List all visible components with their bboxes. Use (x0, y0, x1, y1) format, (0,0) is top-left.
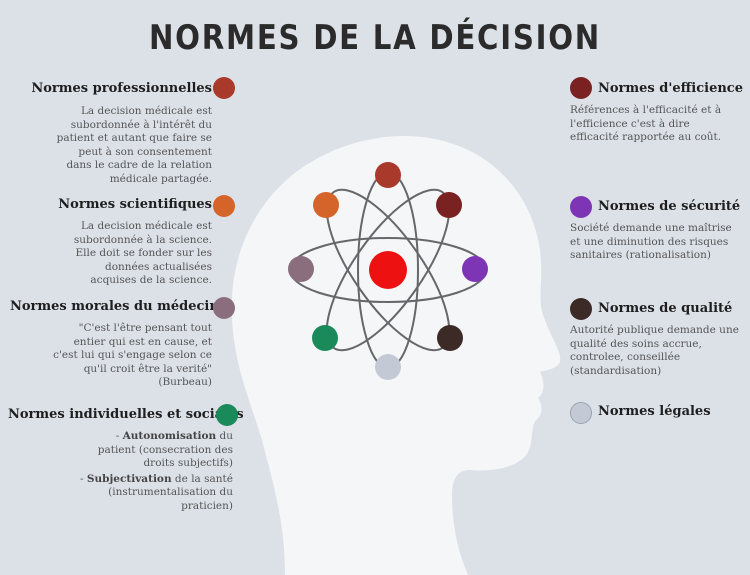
norm-morales: Normes morales du médecin "C'est l'être … (10, 299, 219, 390)
bullet-text: de la santé (instrumentalisation du prat… (108, 472, 233, 512)
electron-legales (375, 354, 401, 380)
electron-individuelles (312, 325, 338, 351)
norm-scientifiques: Normes scientifiques La decision médical… (20, 198, 212, 288)
norm-professionnelles: Normes professionnelles La decision médi… (20, 80, 212, 186)
electron-professionnelles (375, 162, 401, 188)
norm-securite: Normes de sécurité Société demande une m… (570, 200, 742, 263)
norm-title: Normes scientifiques (58, 197, 212, 212)
color-dot-efficience (570, 77, 592, 99)
norm-title: Normes professionnelles (31, 81, 212, 96)
color-dot-professionnelles (213, 77, 235, 99)
norm-title: Normes morales du médecin (10, 299, 219, 314)
electron-morales (288, 256, 314, 282)
color-dot-morales (213, 297, 235, 319)
norm-title: Normes individuelles et sociales (8, 407, 244, 422)
color-dot-qualite (570, 298, 592, 320)
norm-description: La decision médicale est subordonnée à l… (56, 105, 212, 185)
electron-efficience (436, 192, 462, 218)
color-dot-individuelles (216, 404, 238, 426)
color-dot-securite (570, 196, 592, 218)
electron-scientifiques (313, 192, 339, 218)
norm-title: Normes de sécurité (598, 199, 741, 214)
norm-description: La decision médicale est subordonnée à l… (73, 220, 212, 286)
norm-description: Références à l'efficacité et à l'efficie… (570, 104, 722, 143)
norm-legales: Normes légales (570, 405, 740, 419)
electron-qualite (437, 325, 463, 351)
norm-description: Société demande une maîtrise et une dimi… (570, 222, 732, 261)
bullet-text: du patient (consecration des droits subj… (97, 430, 233, 469)
color-dot-scientifiques (213, 195, 235, 217)
norm-description: Autorité publique demande une qualité de… (570, 324, 739, 377)
norm-qualite: Normes de qualité Autorité publique dema… (570, 302, 744, 378)
norm-bullets: - Autonomisation du patient (consecratio… (8, 430, 233, 513)
norm-title: Normes de qualité (598, 301, 733, 316)
atom-nucleus (369, 251, 407, 289)
bullet-term: Autonomisation (122, 430, 217, 442)
norm-efficience: Normes d'efficience Références à l'effic… (570, 80, 743, 145)
electron-securite (462, 256, 488, 282)
norm-title: Normes d'efficience (598, 81, 743, 96)
norm-title: Normes légales (598, 404, 711, 419)
bullet-subjectivation: - Subjectivation de la santé (instrument… (80, 472, 233, 512)
page-title: NORMES DE LA DÉCISION (148, 18, 601, 58)
norm-description: "C'est l'être pensant tout entier qui es… (53, 322, 212, 388)
bullet-term: Subjectivation (86, 472, 172, 485)
bullet-autonomisation: - Autonomisation du patient (consecratio… (97, 430, 233, 469)
norm-individuelles: Normes individuelles et sociales - Auton… (8, 407, 244, 515)
color-dot-legales (570, 402, 592, 424)
head-shape (231, 135, 561, 575)
